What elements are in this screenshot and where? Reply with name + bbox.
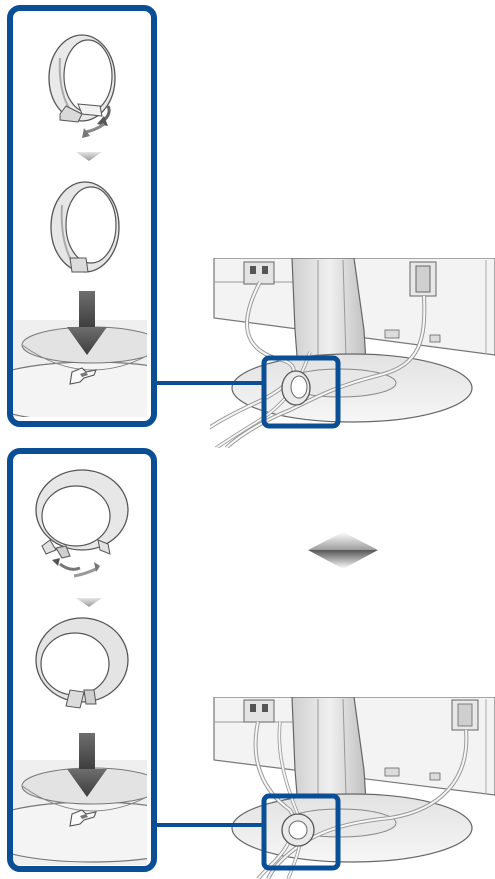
step2-clip-open (36, 470, 128, 576)
step1-panel (0, 35, 210, 422)
step2-monitor-rear (214, 697, 495, 879)
step2-chevron-1 (76, 598, 102, 607)
step1-chevron-1 (76, 152, 102, 161)
step1-clip-detaching (49, 35, 115, 138)
diamond-gradient-icon (308, 532, 378, 569)
step2-clip-closed (36, 618, 128, 708)
step1-clip-closed (51, 182, 119, 272)
step2-panel (0, 470, 210, 870)
step2-stand-base (0, 760, 210, 870)
step1-stand-base (0, 320, 210, 422)
step1-monitor-rear (206, 258, 495, 448)
